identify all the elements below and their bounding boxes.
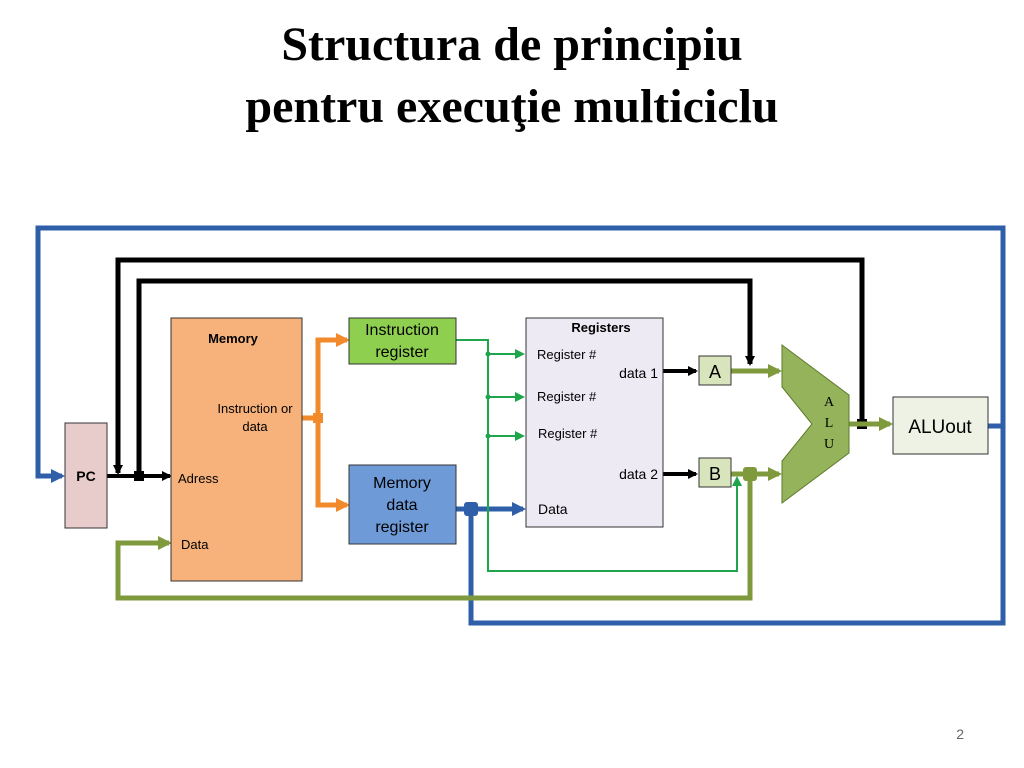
registers-title: Registers — [571, 320, 630, 335]
mdr-line2: data — [386, 497, 417, 514]
ir-line2: register — [375, 344, 429, 361]
memory-address-label: Adress — [178, 471, 219, 486]
a-register-box — [698, 355, 732, 386]
b-register-box — [698, 457, 732, 488]
bus-mdr-loop — [468, 426, 1006, 626]
a-register-label: A — [709, 362, 721, 382]
alu-letter-u: U — [824, 437, 834, 452]
instruction-register-box — [348, 317, 457, 365]
junction-mdr — [464, 502, 478, 516]
pc-box — [64, 422, 108, 529]
alu-letter-a: A — [824, 395, 835, 410]
memory-instr-line1: Instruction or — [217, 401, 293, 416]
memory-data-label: Data — [181, 537, 209, 552]
bus-memory-to-ir — [302, 333, 350, 421]
memory-title: Memory — [208, 331, 259, 346]
registers-reg2: Register # — [537, 389, 597, 404]
junction-b — [743, 467, 757, 481]
bus-pc-to-alu — [136, 278, 755, 476]
memory-instr-line2: data — [242, 419, 268, 434]
alu-shape — [781, 344, 850, 504]
registers-box — [525, 317, 664, 528]
pc-label: PC — [76, 468, 95, 484]
memory-box — [170, 317, 303, 582]
bus-b-loop-to-memory — [115, 474, 753, 601]
registers-data1: data 1 — [619, 365, 658, 381]
registers-data2: data 2 — [619, 466, 658, 482]
aluout-label: ALUout — [908, 417, 972, 438]
slide-title: Structura de principiu pentru execuţie m… — [0, 14, 1024, 138]
alu-letter-l: L — [825, 416, 834, 431]
title-line-2: pentru execuţie multiciclu — [245, 80, 779, 133]
registers-reg3: Register # — [538, 426, 598, 441]
mdr-line1: Memory — [373, 475, 431, 492]
title-line-1: Structura de principiu — [281, 18, 743, 71]
registers-data-in: Data — [538, 501, 568, 517]
memory-data-register-box — [348, 464, 457, 545]
b-register-label: B — [709, 464, 721, 484]
registers-reg1: Register # — [537, 347, 597, 362]
page-number: 2 — [956, 726, 964, 742]
junction-orange — [313, 413, 323, 423]
mdr-line3: register — [375, 519, 429, 536]
aluout-box — [892, 396, 989, 455]
bus-alu-to-pc-mux — [113, 257, 865, 475]
ir-line1: Instruction — [365, 322, 439, 339]
bus-memory-to-mdr — [315, 418, 350, 512]
line-ir-out — [456, 339, 742, 572]
